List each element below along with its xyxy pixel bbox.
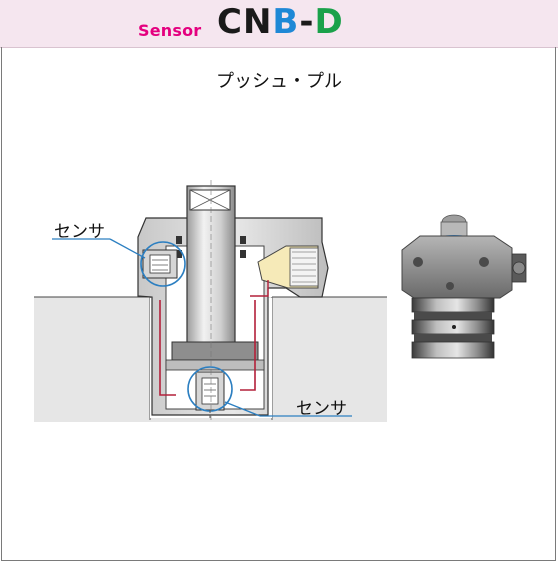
- content-frame: [1, 47, 556, 561]
- model-part-dash: -: [299, 2, 315, 42]
- leader-line-right: [224, 401, 261, 417]
- model-part-cn: CN: [217, 2, 273, 42]
- product-photo: [401, 214, 527, 359]
- left-sensor: [140, 241, 186, 287]
- sensor-label-right: センサ: [296, 399, 347, 419]
- sensor-label-left: センサ: [54, 222, 105, 242]
- model-name: CNB-D: [217, 2, 344, 42]
- diagram-subtitle: プッシュ・プル: [216, 71, 342, 92]
- model-part-b: B: [272, 2, 300, 42]
- leader-line-left-diag: [109, 238, 146, 259]
- model-part-d: D: [314, 2, 344, 42]
- title-bar: Sensor CNB-D: [0, 0, 558, 48]
- bottom-sensor: [187, 366, 233, 420]
- series-label: Sensor: [138, 21, 202, 40]
